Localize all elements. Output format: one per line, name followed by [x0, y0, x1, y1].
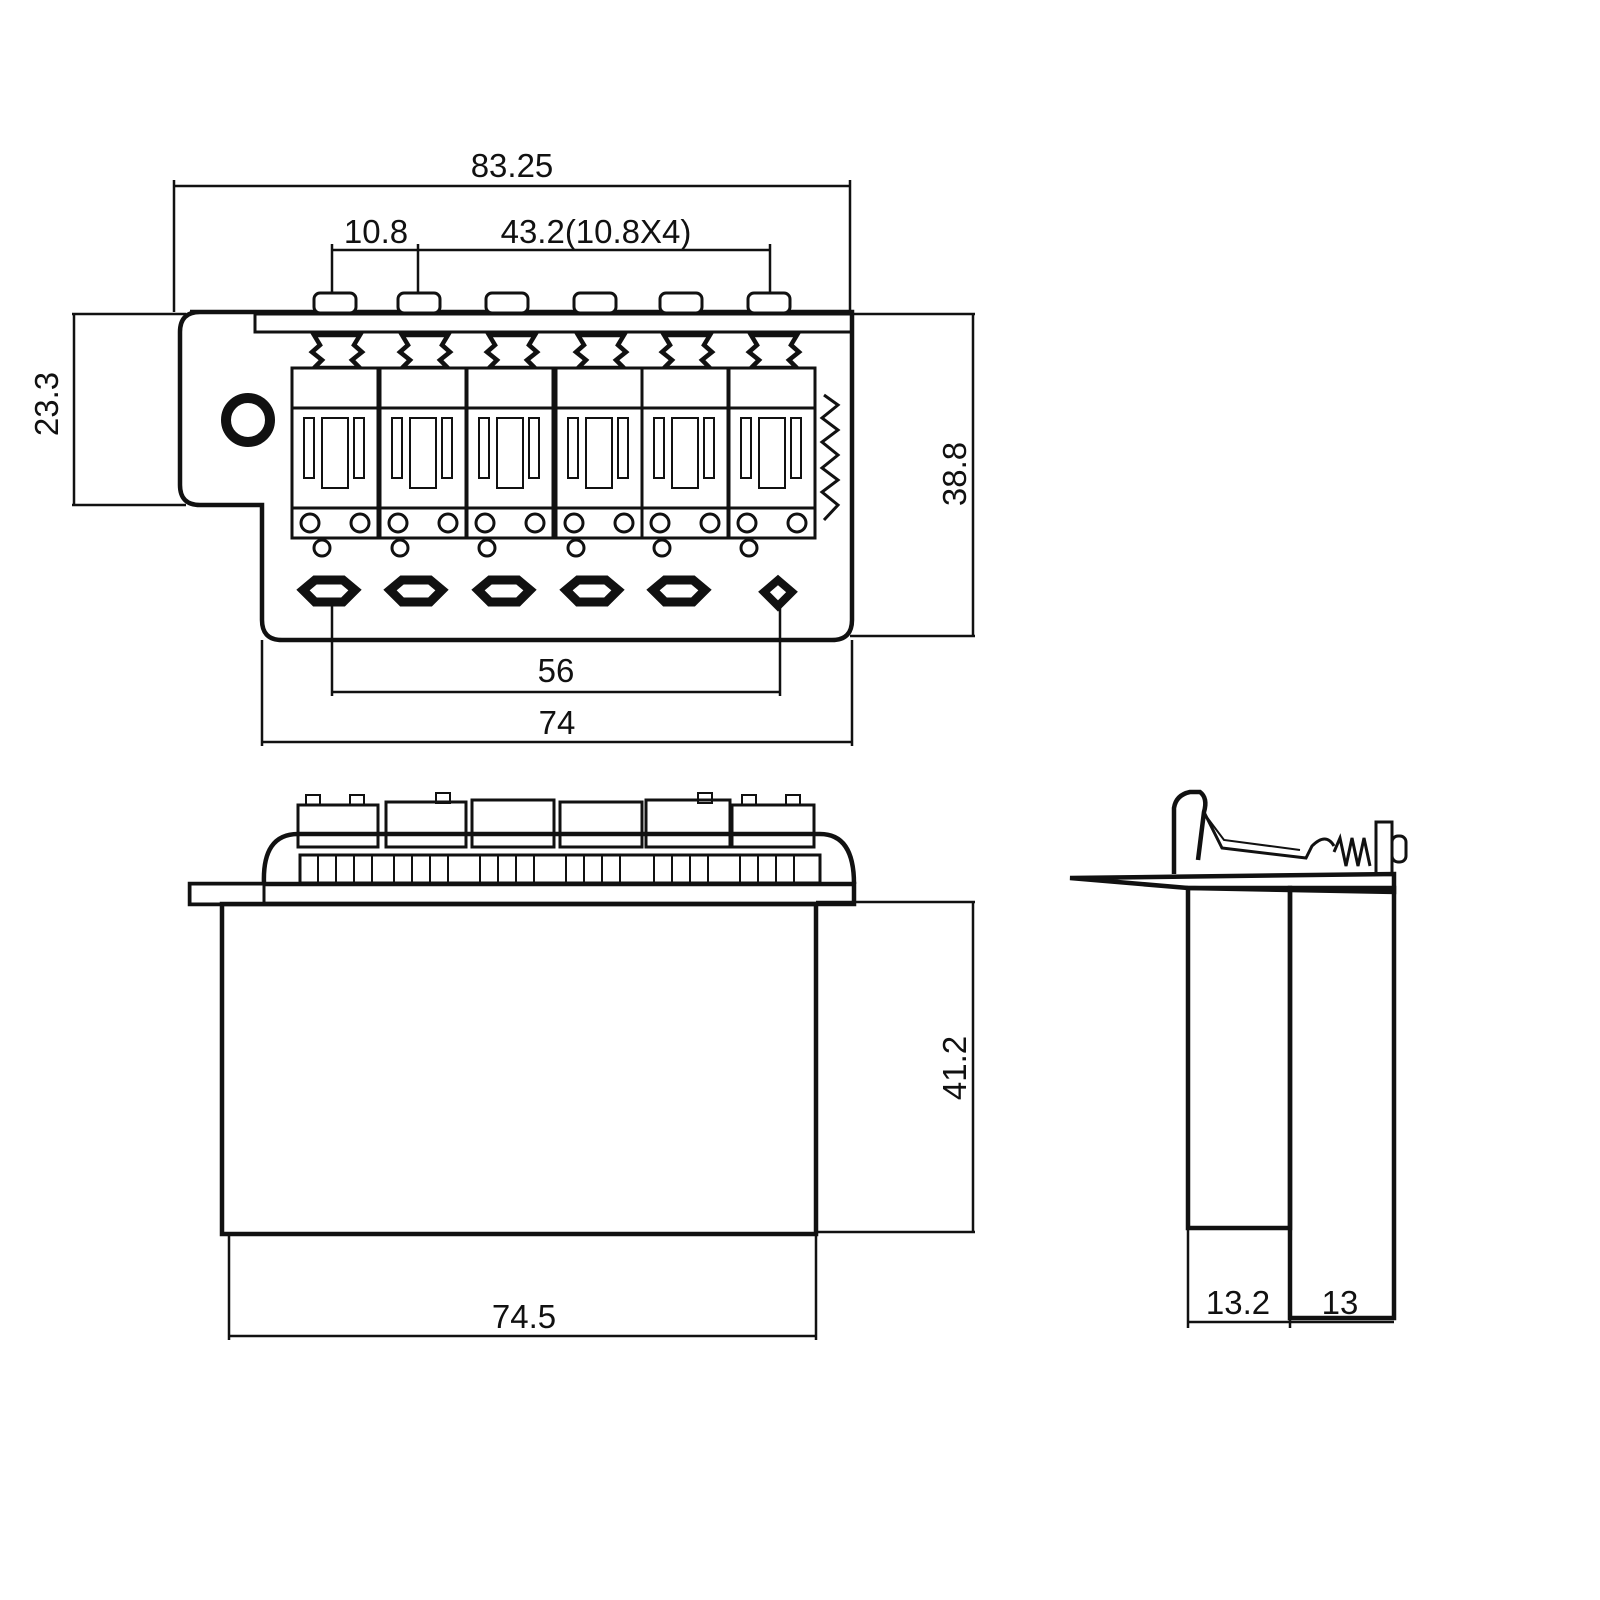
- front-view: [187, 792, 857, 1237]
- side-view: [1069, 789, 1408, 1321]
- dim-block-height: 41.2: [936, 1036, 973, 1100]
- dim-base-width: 74: [539, 704, 576, 741]
- saddle-screw-top: [312, 291, 358, 315]
- saddle-screw-top: [658, 291, 704, 315]
- string-hole-icon: [758, 574, 798, 612]
- saddle-screw-top: [746, 291, 792, 315]
- side-view-saddle-hook: [1171, 789, 1208, 874]
- dim-block-depth-a: 13.2: [1206, 1284, 1270, 1321]
- dim-total-depth: 38.8: [936, 442, 973, 506]
- front-view-base-arch: [261, 831, 857, 885]
- side-view-block-front: [1185, 885, 1293, 1231]
- pivot-hole-icon: [221, 393, 275, 447]
- front-view-base-plate: [187, 881, 857, 907]
- side-view-screw-post: [1374, 820, 1394, 876]
- top-view-base-plate: [177, 309, 855, 643]
- front-view-saddles: [296, 792, 816, 849]
- saddle: [290, 332, 380, 558]
- string-hole-icon: [471, 575, 537, 607]
- saddle-screw-top: [396, 291, 442, 315]
- top-view-front-lip: [253, 312, 854, 334]
- front-view-plate-extension: [188, 882, 266, 906]
- saddle: [727, 332, 817, 558]
- front-view-tremolo-block: [219, 901, 819, 1237]
- saddles-top-view: [290, 332, 841, 558]
- side-view-saddle-arm: [1202, 811, 1336, 860]
- dim-saddle-span: 43.2(10.8X4): [501, 213, 692, 250]
- dim-hole-span: 56: [538, 652, 575, 689]
- string-hole-icon: [559, 575, 625, 607]
- string-holes: [296, 574, 798, 612]
- side-view-dimensions: 13.2 13: [1186, 1228, 1394, 1328]
- front-view-screw-row: [298, 853, 822, 885]
- saddle-screw-top: [484, 291, 530, 315]
- dim-block-depth-b: 13: [1322, 1284, 1359, 1321]
- saddle-spring: [819, 393, 841, 522]
- saddle: [640, 332, 730, 558]
- string-hole-icon: [296, 575, 362, 607]
- saddle: [378, 332, 468, 558]
- front-view-dimensions: 41.2 74.5: [227, 900, 975, 1340]
- dim-saddle-pitch: 10.8: [344, 213, 408, 250]
- saddle: [554, 332, 644, 558]
- dim-plate-depth: 23.3: [28, 372, 65, 436]
- string-hole-icon: [646, 575, 712, 607]
- top-view-dimensions: 83.25 10.8 43.2(10.8X4) 23.3 38.8 56 74: [28, 147, 975, 746]
- side-view-screw-knob: [1390, 834, 1408, 864]
- dim-overall-width: 83.25: [471, 147, 554, 184]
- side-view-spring-icon: [1332, 833, 1372, 867]
- saddle-screw-tops: [312, 291, 792, 315]
- saddle: [465, 332, 555, 558]
- saddle-screw-top: [572, 291, 618, 315]
- side-view-block-back: [1287, 885, 1397, 1321]
- string-hole-icon: [383, 575, 449, 607]
- top-view: [177, 291, 855, 643]
- dim-block-width: 74.5: [492, 1298, 556, 1335]
